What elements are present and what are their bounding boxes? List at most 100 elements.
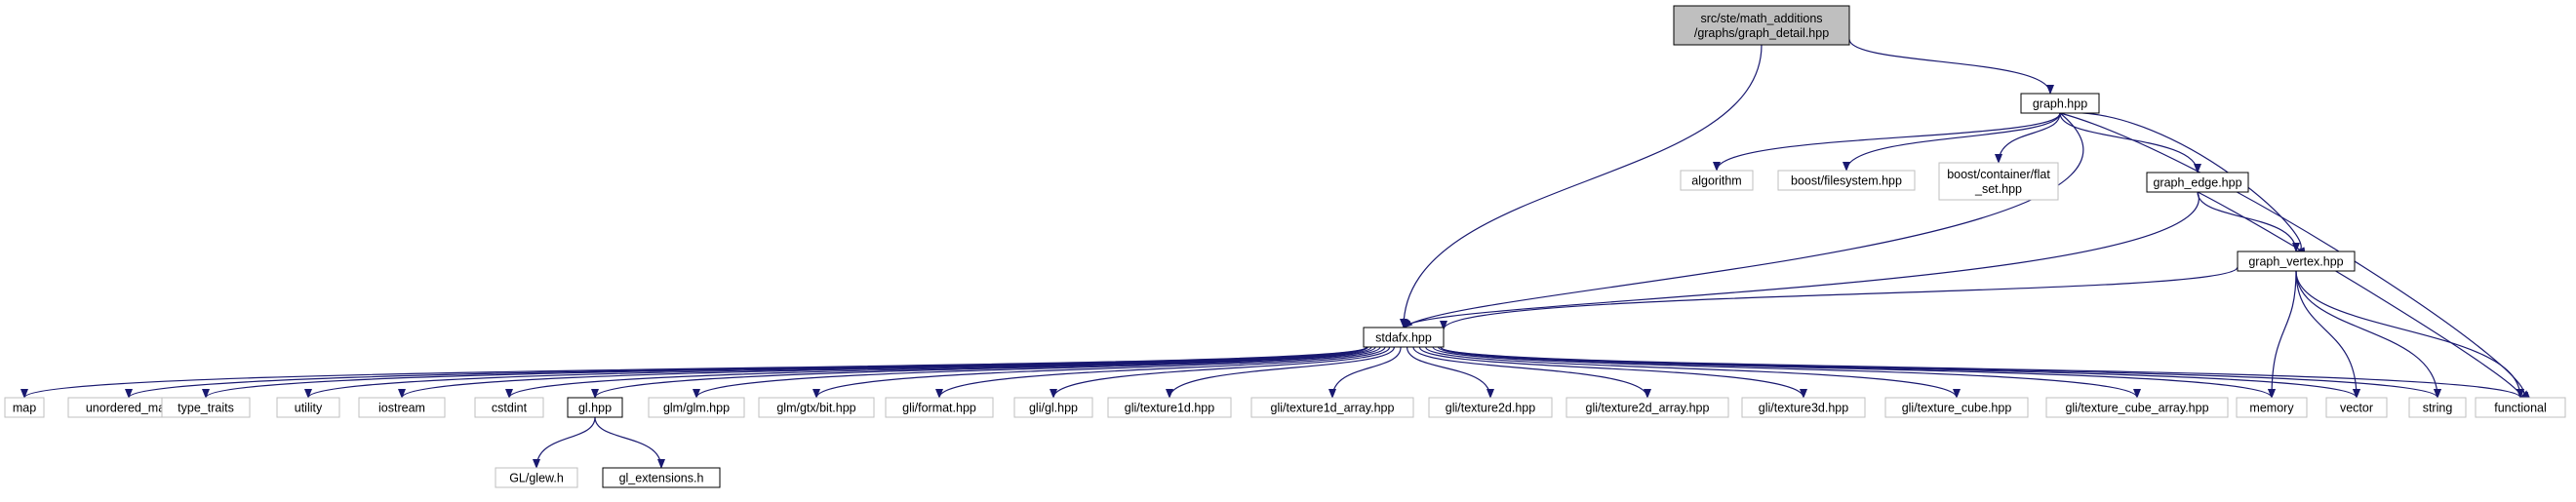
node-box [1741, 397, 1866, 418]
edge-graph_vertex-to-stdafx [1440, 266, 2239, 330]
node-box [2237, 251, 2356, 272]
edge-stdafx-to-gli_texture1d [1166, 346, 1395, 399]
edge-stdafx-to-glm_glm [693, 346, 1376, 399]
node-algorithm: algorithm [1680, 170, 1754, 191]
edge-graph_hpp-to-algorithm [1713, 112, 2061, 172]
edge-root-to-graph_hpp [1848, 38, 2054, 95]
node-label: graph.hpp [2033, 97, 2087, 111]
node-label: boost/container/flat [1947, 168, 2050, 181]
node-label: gl_extensions.h [619, 472, 704, 485]
node-gli-texture3d: gli/texture3d.hpp [1741, 397, 1866, 418]
node-root: src/ste/math_additions/graphs/graph_deta… [1673, 5, 1850, 46]
node-boost-flat-set: boost/container/flat_set.hpp [1938, 162, 2059, 201]
node-box [161, 397, 251, 418]
node-label: _set.hpp [1974, 182, 2022, 196]
edge-graph_hpp-to-boost_flat_set [1995, 112, 2061, 164]
node-label: gli/gl.hpp [1029, 402, 1078, 415]
node-graph-edge[interactable]: graph_edge.hpp [2146, 172, 2249, 193]
edge-gl_hpp-to-glew [533, 416, 596, 469]
node-cstdint: cstdint [474, 397, 544, 418]
node-box [495, 467, 578, 488]
node-gli-format: gli/format.hpp [885, 397, 994, 418]
node-label: glm/glm.hpp [663, 402, 730, 415]
edge-layer [20, 38, 2530, 469]
node-gli-texture2d-array: gli/texture2d_array.hpp [1565, 397, 1729, 418]
node-gl-extensions[interactable]: gl_extensions.h [602, 467, 721, 488]
node-gli-gl: gli/gl.hpp [1013, 397, 1093, 418]
node-string: string [2408, 397, 2467, 418]
node-box [1777, 170, 1916, 191]
node-box [1107, 397, 1232, 418]
node-box [358, 397, 446, 418]
node-label: cstdint [492, 402, 528, 415]
node-label: src/ste/math_additions [1700, 12, 1822, 25]
node-glew: GL/glew.h [495, 467, 578, 488]
node-iostream: iostream [358, 397, 446, 418]
node-label: utility [295, 402, 323, 415]
node-box [2325, 397, 2388, 418]
node-box [2146, 172, 2249, 193]
node-type-traits: type_traits [161, 397, 251, 418]
edge-stdafx-to-functional [1440, 346, 2524, 399]
node-box [1363, 327, 1445, 348]
edge-graph_hpp-to-graph_edge [2059, 112, 2201, 174]
edge-graph_vertex-to-vector [2295, 270, 2360, 399]
node-utility: utility [276, 397, 340, 418]
node-box [1250, 397, 1414, 418]
node-layer: src/ste/math_additions/graphs/graph_deta… [4, 5, 2566, 488]
node-graph-hpp[interactable]: graph.hpp [2020, 93, 2100, 114]
node-gli-texture-cube: gli/texture_cube.hpp [1884, 397, 2029, 418]
node-label: string [2423, 402, 2453, 415]
edge-stdafx-to-gli_format [935, 346, 1386, 399]
node-label: boost/filesystem.hpp [1791, 174, 1902, 188]
node-label: algorithm [1691, 174, 1741, 188]
node-label: gl.hpp [578, 402, 612, 415]
edge-stdafx-to-cstdint [505, 346, 1368, 399]
edge-stdafx-to-gli_texture2d_array [1412, 346, 1651, 399]
node-box [4, 397, 45, 418]
edge-graph_edge-to-stdafx [1403, 191, 2200, 328]
node-gl-hpp[interactable]: gl.hpp [567, 397, 623, 418]
node-label: functional [2494, 402, 2547, 415]
node-label: unordered_map [86, 402, 172, 415]
node-functional: functional [2475, 397, 2566, 418]
node-label: vector [2340, 402, 2373, 415]
node-box [2475, 397, 2566, 418]
node-box [602, 467, 721, 488]
edge-graph_edge-to-functional [2197, 191, 2530, 399]
node-label: type_traits [178, 402, 234, 415]
edge-stdafx-to-gli_gl [1050, 346, 1391, 399]
edge-gl_hpp-to-gl_extensions [594, 416, 665, 469]
node-label: glm/gtx/bit.hpp [776, 402, 855, 415]
node-label: GL/glew.h [509, 472, 564, 485]
edge-graph_vertex-to-functional [2295, 270, 2524, 399]
node-box [567, 397, 623, 418]
node-label: iostream [378, 402, 425, 415]
node-glm-glm: glm/glm.hpp [648, 397, 745, 418]
node-label: gli/texture_cube.hpp [1902, 402, 2012, 415]
node-box [1938, 162, 2059, 201]
edge-stdafx-to-gli_texture_cube_array [1432, 346, 2141, 399]
node-box [2408, 397, 2467, 418]
node-box [758, 397, 875, 418]
node-label: graph_edge.hpp [2153, 176, 2241, 190]
node-unordered-map: unordered_map [67, 397, 190, 418]
node-label: graph_vertex.hpp [2248, 255, 2343, 269]
edge-graph_hpp-to-stdafx [1403, 112, 2084, 328]
edge-graph_hpp-to-boost_filesystem [1843, 112, 2061, 172]
node-label: gli/texture1d.hpp [1125, 402, 1214, 415]
edge-graph_vertex-to-string [2295, 270, 2441, 399]
edge-stdafx-to-gli_texture1d_array [1328, 346, 1402, 399]
node-box [474, 397, 544, 418]
edge-stdafx-to-memory [1438, 346, 2276, 399]
node-box [1013, 397, 1093, 418]
node-stdafx[interactable]: stdafx.hpp [1363, 327, 1445, 348]
node-box [1680, 170, 1754, 191]
edge-stdafx-to-iostream [398, 346, 1367, 399]
node-label: map [13, 402, 36, 415]
node-boost-filesystem: boost/filesystem.hpp [1777, 170, 1916, 191]
node-label: memory [2249, 402, 2294, 415]
node-label: gli/format.hpp [902, 402, 976, 415]
node-graph-vertex[interactable]: graph_vertex.hpp [2237, 251, 2356, 272]
